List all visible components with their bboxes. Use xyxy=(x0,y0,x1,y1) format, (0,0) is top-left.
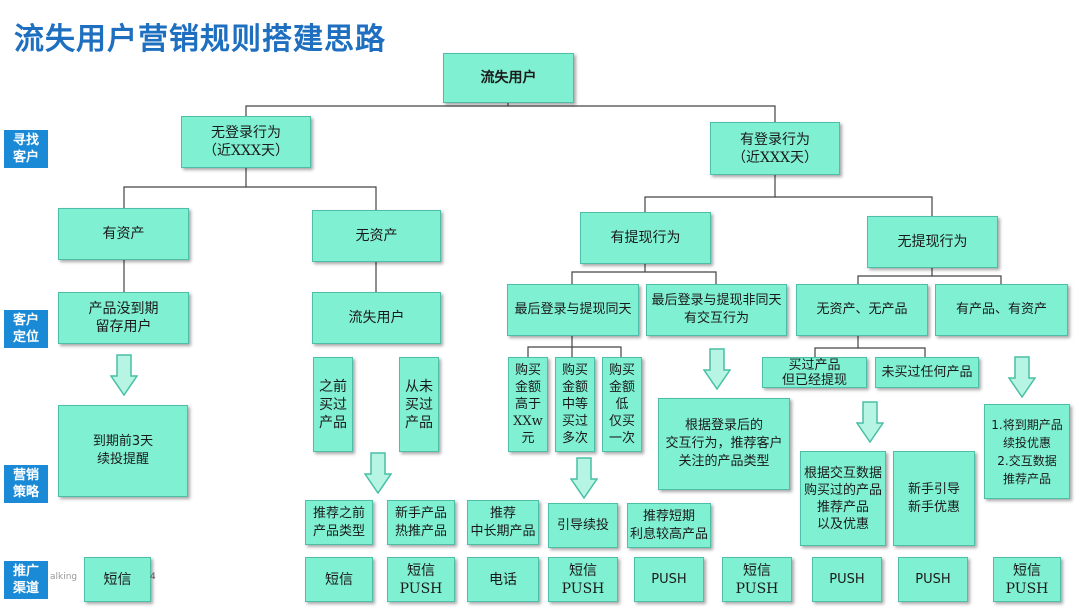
channel-5: 短信 PUSH xyxy=(548,557,618,602)
node-root-lost-user: 流失用户 xyxy=(443,53,574,103)
channel-3: 短信 PUSH xyxy=(387,557,455,602)
node-has-login: 有登录行为 （近XXX天） xyxy=(710,122,840,175)
channel-9: PUSH xyxy=(898,557,968,602)
node-newbie-hot: 新手产品 热推产品 xyxy=(387,500,455,545)
node-guide-renew: 引导续投 xyxy=(548,503,618,548)
node-rec-mid-long: 推荐 中长期产品 xyxy=(467,500,539,545)
node-has-withdraw: 有提现行为 xyxy=(580,212,711,264)
node-lost-user: 流失用户 xyxy=(312,292,441,344)
node-no-withdraw: 无提现行为 xyxy=(867,216,998,268)
down-arrow-icon xyxy=(364,452,392,494)
node-no-asset: 无资产 xyxy=(312,210,441,262)
down-arrow-icon xyxy=(570,457,598,499)
node-last-login-diff-day: 最后登录与提现非同天 有交互行为 xyxy=(646,284,787,336)
node-rec-short-high: 推荐短期 利息较高产品 xyxy=(627,503,711,548)
side-label-channel: 推广 渠道 xyxy=(4,561,48,599)
node-due-renew: 1.将到期产品 续投优惠 2.交互数据 推荐产品 xyxy=(984,404,1070,499)
node-product-not-due: 产品没到期 留存用户 xyxy=(58,292,189,344)
node-amount-mid: 购买 金额 中等 买过 多次 xyxy=(555,357,595,452)
side-label-marketing-strategy: 营销 策略 xyxy=(4,465,48,503)
node-has-asset: 有资产 xyxy=(58,208,189,260)
channel-7: 短信 PUSH xyxy=(722,557,792,602)
node-last-login-same-day: 最后登录与提现同天 xyxy=(507,284,639,336)
channel-10: 短信 PUSH xyxy=(993,557,1061,602)
brand-watermark: alking xyxy=(50,572,78,582)
node-amount-low: 购买 金额低 仅买 一次 xyxy=(602,357,642,452)
node-never-bought-any: 未买过任何产品 xyxy=(875,357,979,388)
page-number: 4 xyxy=(150,572,156,582)
node-bought-withdrawn: 买过产品 但已经提现 xyxy=(762,357,867,388)
page-title: 流失用户营销规则搭建思路 xyxy=(14,22,386,57)
node-has-product-has-asset: 有产品、有资产 xyxy=(935,284,1068,336)
down-arrow-icon xyxy=(703,348,731,390)
channel-2: 短信 xyxy=(305,557,373,602)
node-never-bought: 从未 买过 产品 xyxy=(399,357,439,452)
channel-1: 短信 xyxy=(84,557,151,602)
side-label-customer-position: 客户 定位 xyxy=(4,310,48,348)
channel-8: PUSH xyxy=(812,557,882,602)
channel-4: 电话 xyxy=(467,557,539,602)
node-remind-3days: 到期前3天 续投提醒 xyxy=(58,405,188,497)
node-bought-before: 之前 买过 产品 xyxy=(313,357,353,452)
node-amount-high: 购买 金额 高于 XXw元 xyxy=(508,357,548,452)
down-arrow-icon xyxy=(110,354,138,396)
node-no-login: 无登录行为 （近XXX天） xyxy=(181,116,311,168)
down-arrow-icon xyxy=(1008,356,1036,398)
node-by-interaction-data: 根据交互数据 购买过的产品 推荐产品 以及优惠 xyxy=(800,451,886,546)
down-arrow-icon xyxy=(856,401,884,443)
side-label-find-customer: 寻找 客户 xyxy=(4,130,48,168)
node-by-login-interaction: 根据登录后的 交互行为，推荐客户 关注的产品类型 xyxy=(658,398,790,490)
node-newbie-guide: 新手引导 新手优惠 xyxy=(893,451,975,546)
node-rec-prev-type: 推荐之前 产品类型 xyxy=(305,500,373,545)
node-no-asset-no-product: 无资产、无产品 xyxy=(796,284,928,336)
channel-6: PUSH xyxy=(634,557,704,602)
